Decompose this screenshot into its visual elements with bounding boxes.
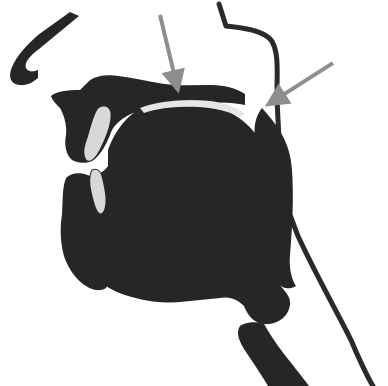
throat: [238, 322, 309, 386]
nose-outline: [10, 12, 79, 85]
arrow-to-palate: [160, 15, 176, 82]
arrow-to-pharynx: [275, 63, 333, 100]
